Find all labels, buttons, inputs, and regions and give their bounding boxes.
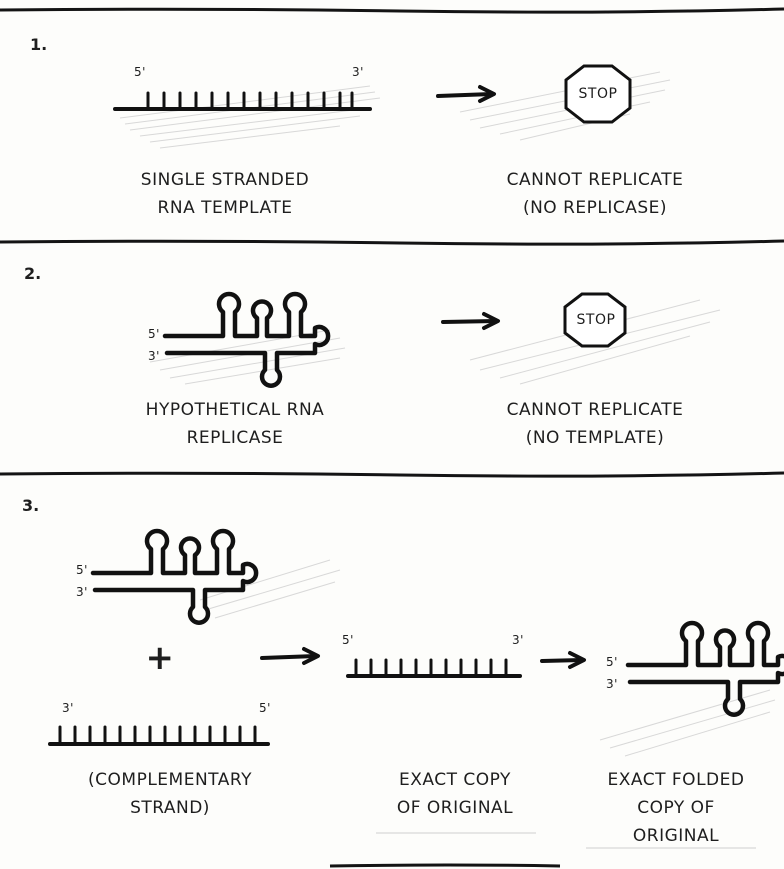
arrow-icon [441, 312, 500, 330]
caption-hypothetical-replicase-line-2: REPLICASE [186, 428, 284, 448]
three-prime-label: 3' [62, 701, 74, 715]
caption-exact-folded-line-2: COPY OF [637, 798, 715, 818]
stop-sign-label: STOP [578, 86, 618, 102]
replicase-molecule-3 [93, 531, 256, 623]
caption-exact-copy-line-2: OF ORIGINAL [396, 798, 514, 818]
divider-1-2 [0, 239, 784, 246]
stop-sign-octagon [563, 292, 627, 348]
divider-top [0, 7, 784, 14]
five-prime-label: 5' [76, 563, 88, 577]
divider-2-3 [0, 471, 784, 478]
five-prime-label: 5' [148, 327, 160, 341]
folded-copy-molecule [628, 623, 784, 715]
panel-number-2: 2. [24, 264, 42, 283]
three-prime-label: 3' [512, 633, 524, 647]
panel-number-3: 3. [22, 496, 40, 515]
three-prime-label: 3' [76, 585, 88, 599]
plus-sign: + [145, 638, 175, 678]
stop-sign-octagon [564, 64, 632, 124]
caption-cannot-replicate-line-1: CANNOT REPLICATE [506, 400, 684, 420]
replicase-molecule-2 [165, 294, 328, 386]
five-prime-label: 5' [134, 65, 146, 79]
caption-complementary-line-1: (COMPLEMENTARY [88, 770, 252, 790]
arrow-icon [540, 651, 586, 669]
three-prime-label: 3' [148, 349, 160, 363]
stop-sign-label: STOP [576, 312, 616, 328]
five-prime-label: 5' [259, 701, 271, 715]
divider-bottom [329, 863, 561, 868]
three-prime-label: 3' [606, 677, 618, 691]
panel-number-1: 1. [30, 35, 48, 54]
arrow-icon [436, 85, 496, 103]
caption-exact-folded-line-3: ORIGINAL [632, 826, 720, 846]
caption-single-stranded-line-2: RNA TEMPLATE [157, 198, 293, 218]
exact-copy-strand [346, 658, 522, 678]
caption-exact-copy-line-1: EXACT COPY [399, 770, 511, 790]
arrow-icon [260, 647, 320, 665]
caption-cannot-replicate-line-1: CANNOT REPLICATE [506, 170, 684, 190]
rna-template-strand-1 [113, 91, 372, 111]
five-prime-label: 5' [342, 633, 354, 647]
caption-single-stranded-line-1: SINGLE STRANDED [140, 170, 310, 190]
caption-hypothetical-replicase-line-1: HYPOTHETICAL RNA [145, 400, 325, 420]
caption-complementary-line-2: STRAND) [130, 798, 210, 818]
caption-exact-folded-line-1: EXACT FOLDED [607, 770, 745, 790]
caption-cannot-replicate-line-2: (NO REPLICASE) [522, 198, 668, 218]
three-prime-label: 3' [352, 65, 364, 79]
caption-cannot-replicate-line-2: (NO TEMPLATE) [525, 428, 665, 448]
complementary-strand [48, 725, 270, 746]
five-prime-label: 5' [606, 655, 618, 669]
